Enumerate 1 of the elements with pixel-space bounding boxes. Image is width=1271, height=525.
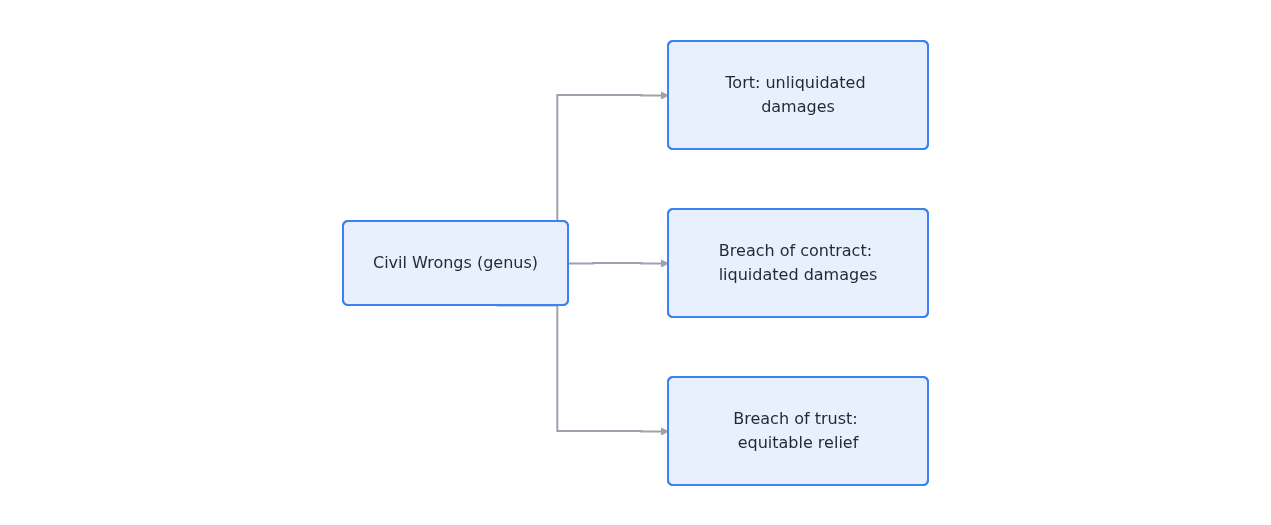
arrow [495, 304, 669, 436]
